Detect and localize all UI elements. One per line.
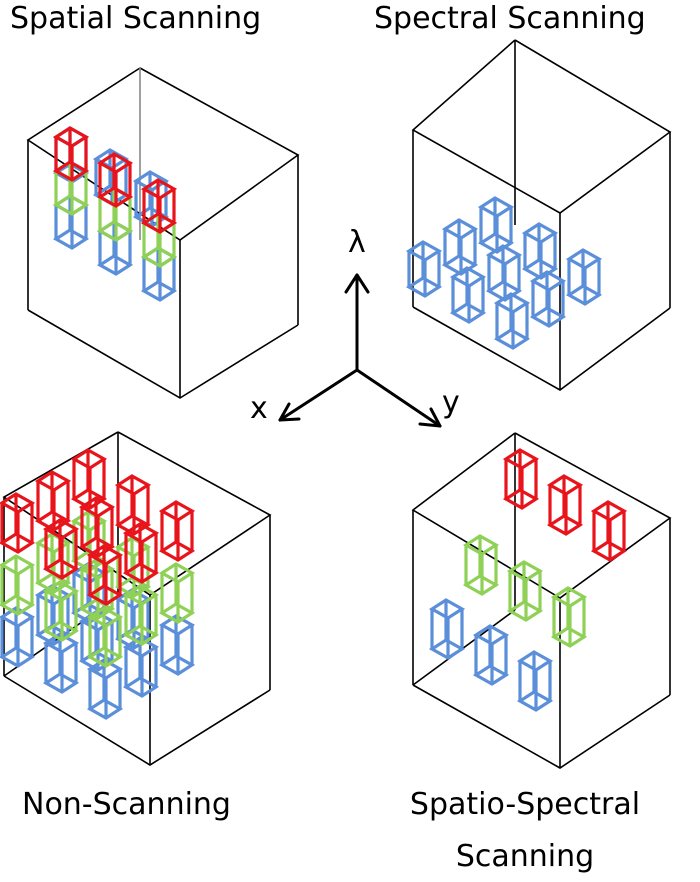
cube-outline-spatio-spectral xyxy=(411,432,672,769)
voxel-spectral xyxy=(493,292,531,350)
voxel-spatial xyxy=(96,152,134,208)
voxel-spatio-red xyxy=(546,474,584,536)
voxel-spatio-red xyxy=(502,448,540,510)
voxel-spatio-blue xyxy=(472,624,510,686)
voxel-non-scanning xyxy=(0,492,36,554)
voxel-spectral xyxy=(405,240,443,298)
voxel-non-scanning xyxy=(34,470,72,532)
voxel-spatio-green xyxy=(550,586,588,648)
y-label: y xyxy=(442,385,460,420)
voxel-spectral xyxy=(521,222,559,280)
title-non-scanning: Non-Scanning xyxy=(22,787,231,822)
voxel-spectral xyxy=(485,244,523,302)
voxel-spatial xyxy=(52,194,90,250)
lambda-label: λ xyxy=(348,225,366,260)
title-spatial-scanning: Spatial Scanning xyxy=(10,1,262,36)
title-spectral-scanning: Spectral Scanning xyxy=(374,1,646,36)
voxel-spectral xyxy=(565,248,603,306)
y-arrowhead xyxy=(418,407,442,428)
voxel-non-scanning xyxy=(42,518,80,580)
voxel-non-scanning xyxy=(86,544,124,606)
axes: λ x y xyxy=(250,225,460,428)
voxel-non-scanning xyxy=(0,554,36,616)
voxel-non-scanning xyxy=(0,606,36,668)
voxel-non-scanning xyxy=(158,562,196,624)
voxel-spatial xyxy=(140,178,178,234)
voxel-non-scanning xyxy=(158,500,196,562)
voxel-non-scanning xyxy=(122,522,160,584)
voxel-non-scanning xyxy=(86,606,124,668)
x-arrowhead xyxy=(278,402,301,422)
voxel-spatial xyxy=(52,126,90,182)
voxel-non-scanning xyxy=(86,658,124,720)
voxel-spatio-red xyxy=(590,500,628,562)
voxel-spatio-blue xyxy=(516,650,554,712)
voxel-spectral xyxy=(449,266,487,324)
voxel-non-scanning xyxy=(158,614,196,676)
voxel-non-scanning xyxy=(42,632,80,694)
cube-outline-spectral xyxy=(411,39,672,391)
voxel-spatio-blue xyxy=(428,598,466,660)
voxel-non-scanning xyxy=(42,580,80,642)
voxel-non-scanning xyxy=(122,584,160,646)
y-axis xyxy=(355,368,442,428)
cube-outline-spatial xyxy=(26,67,300,399)
voxel-spectral xyxy=(529,270,567,328)
x-axis xyxy=(278,368,359,422)
voxel-layer xyxy=(0,126,628,720)
voxel-non-scanning xyxy=(114,474,152,536)
x-label: x xyxy=(250,391,268,426)
voxel-spectral xyxy=(477,196,515,254)
lambda-arrowhead xyxy=(344,273,370,294)
voxel-spatio-green xyxy=(506,560,544,622)
title-spatio-spectral-line2: Scanning xyxy=(455,839,595,874)
voxel-spectral xyxy=(441,218,479,276)
voxel-spatio-green xyxy=(462,534,500,596)
title-spatio-spectral-line1: Spatio-Spectral xyxy=(409,787,641,822)
